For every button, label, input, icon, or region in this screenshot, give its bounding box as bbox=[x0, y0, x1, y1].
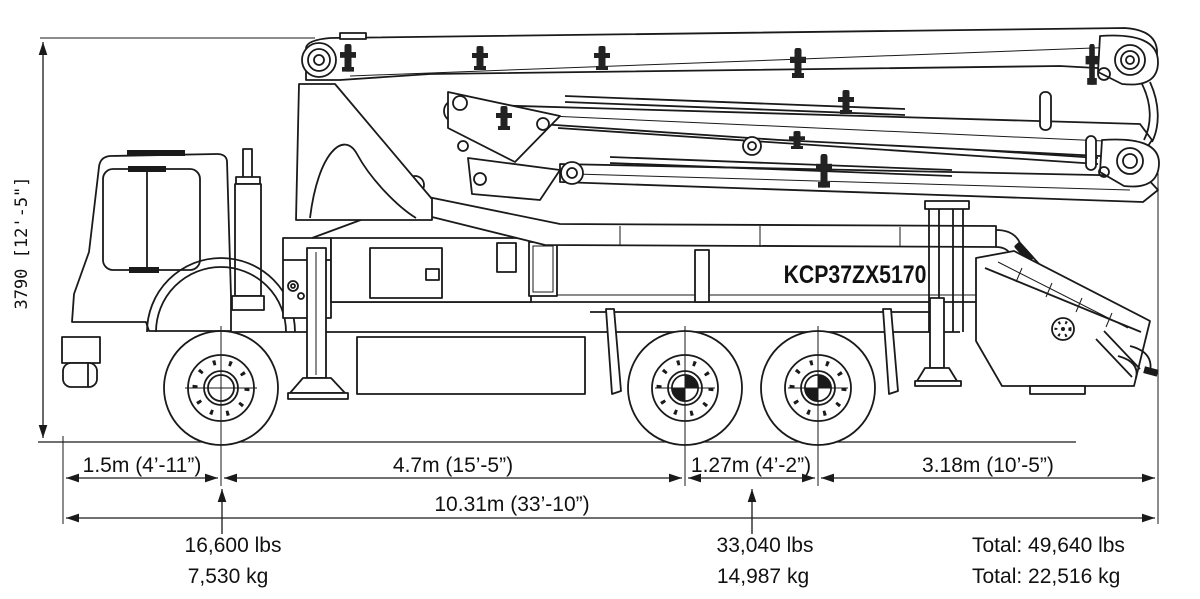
rear-axle-weight-lbs: 33,040 lbs bbox=[717, 534, 814, 557]
exhaust-stack bbox=[231, 148, 265, 311]
pipe-clamp bbox=[838, 90, 854, 114]
roof-strip bbox=[127, 150, 185, 156]
front-outrigger bbox=[282, 237, 349, 400]
panel-latch bbox=[425, 268, 440, 281]
model-label: KCP37ZX5170 bbox=[784, 260, 927, 288]
overall-length-label: 10.31m (33’-10”) bbox=[434, 493, 589, 516]
outrigger-foot bbox=[289, 377, 346, 394]
rear-outrigger-foot bbox=[916, 367, 958, 382]
height-dimension-label: 3790 [12'-5"] bbox=[12, 176, 32, 309]
total-weight-lbs: Total: 49,640 lbs bbox=[972, 534, 1125, 557]
mudflap-rear bbox=[882, 308, 899, 395]
chassis bbox=[231, 294, 998, 395]
boom-pivot bbox=[301, 42, 337, 78]
mudflap-front bbox=[605, 308, 622, 395]
wheelbase-label: 4.7m (15’-5”) bbox=[393, 454, 513, 477]
rear-axle-weight-kg: 14,987 kg bbox=[717, 565, 809, 588]
toolbox bbox=[356, 336, 586, 395]
truck-drawing: KCP37ZX5170 bbox=[61, 27, 1160, 486]
linkage-plate-lower bbox=[467, 157, 561, 201]
front-overhang-label: 1.5m (4’-11”) bbox=[83, 454, 202, 477]
rear-overhang-label: 3.18m (10’-5”) bbox=[922, 454, 1054, 477]
rear-outrigger-leg bbox=[929, 297, 945, 369]
tip-hose bbox=[1141, 83, 1151, 141]
wheels bbox=[164, 326, 875, 486]
boom-assembly bbox=[295, 27, 1160, 248]
front-axle-weight-kg: 7,530 kg bbox=[188, 565, 269, 588]
total-weight-kg: Total: 22,516 kg bbox=[972, 565, 1120, 588]
model-label-group: KCP37ZX5170 bbox=[784, 260, 927, 288]
boom-section-1 bbox=[305, 27, 1158, 81]
front-axle-weight-lbs: 16,600 lbs bbox=[185, 534, 282, 557]
boom-section-3 bbox=[559, 163, 1159, 203]
front-bumper bbox=[61, 336, 101, 364]
cab bbox=[61, 150, 296, 388]
rear-axle-spacing-label: 1.27m (4’-2”) bbox=[691, 454, 811, 477]
cab-window bbox=[102, 168, 201, 271]
rear-assembly bbox=[914, 200, 1159, 395]
dimension-layer: 3790 [12'-5"] 1.5m (4’-11”) 4.7m (15’-5”… bbox=[12, 37, 1159, 588]
boom-pylon bbox=[295, 83, 433, 221]
